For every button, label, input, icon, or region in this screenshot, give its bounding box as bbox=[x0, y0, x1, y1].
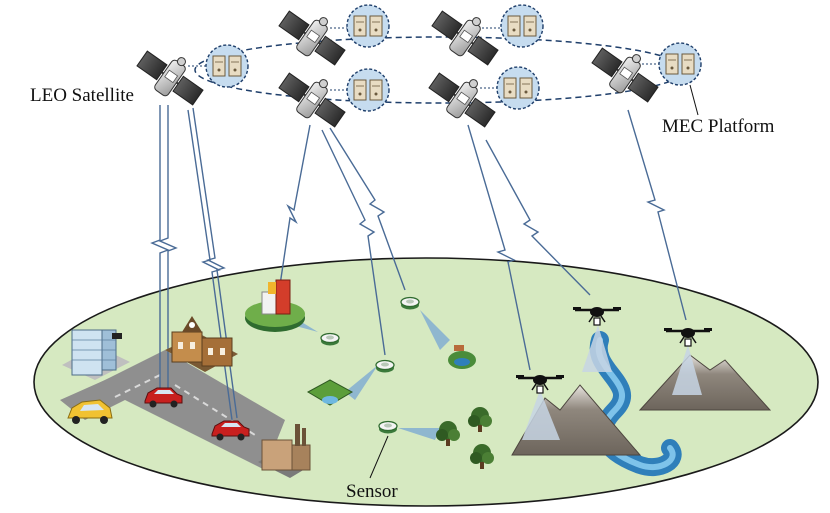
satellite-icon bbox=[585, 34, 668, 111]
satellite-icon bbox=[425, 0, 508, 74]
mec-platform-pointer bbox=[689, 84, 699, 116]
sensor-icon bbox=[320, 332, 340, 347]
server-rack-icon bbox=[500, 4, 544, 48]
sensor-icon bbox=[375, 359, 395, 374]
satellite-icon bbox=[272, 0, 355, 74]
mec-platform-label: MEC Platform bbox=[662, 116, 775, 137]
sensor-label: Sensor bbox=[346, 481, 398, 502]
server-rack-icon bbox=[658, 42, 702, 86]
sensor-pointer bbox=[369, 435, 389, 479]
car-icon bbox=[67, 399, 113, 424]
sensor-icon bbox=[378, 420, 398, 435]
sensor-icon bbox=[400, 296, 420, 311]
farm-tile bbox=[306, 379, 354, 406]
drone-beams bbox=[522, 325, 702, 440]
wireless-links bbox=[150, 105, 687, 421]
satellite-icon bbox=[272, 59, 355, 136]
server-rack-icon bbox=[346, 4, 390, 48]
building-icon bbox=[62, 279, 311, 478]
mec-links bbox=[188, 27, 660, 91]
satellite-icon bbox=[422, 59, 505, 136]
server-rack-icon bbox=[205, 44, 249, 88]
server-rack-icon bbox=[346, 68, 390, 112]
leo-satellite-label: LEO Satellite bbox=[30, 85, 134, 106]
pond-tile bbox=[448, 345, 476, 369]
server-rack-icon bbox=[496, 66, 540, 110]
